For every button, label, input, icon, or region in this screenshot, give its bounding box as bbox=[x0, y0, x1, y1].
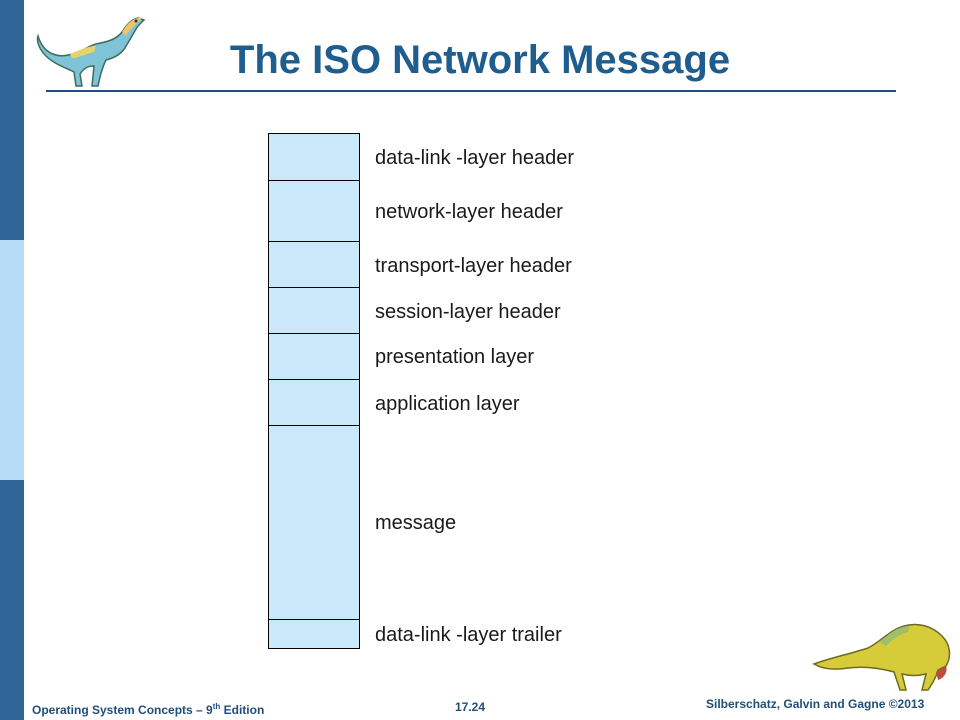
layer-label-transport-header: transport-layer header bbox=[375, 255, 572, 277]
layer-label-data-link-trailer: data-link -layer trailer bbox=[375, 624, 562, 646]
layer-cell-network-header bbox=[269, 181, 359, 242]
layer-cell-presentation bbox=[269, 334, 359, 380]
footer-book-suffix: Edition bbox=[220, 703, 265, 717]
layer-cell-transport-header bbox=[269, 242, 359, 288]
footer-book-prefix: Operating System Concepts – 9 bbox=[32, 703, 213, 717]
sidebar-segment-top bbox=[0, 0, 24, 240]
layer-label-application: application layer bbox=[375, 393, 520, 415]
sidebar-segment-bottom bbox=[0, 480, 24, 720]
footer-book-sup: th bbox=[212, 702, 221, 711]
dinosaur-icon bbox=[30, 6, 150, 90]
footer-book-title: Operating System Concepts – 9th Edition bbox=[32, 700, 264, 717]
layer-label-session-header: session-layer header bbox=[375, 301, 561, 323]
layer-label-message: message bbox=[375, 512, 457, 534]
layer-label-data-link-header: data-link -layer header bbox=[375, 147, 574, 169]
sidebar-stripe bbox=[0, 0, 24, 720]
footer-copyright: Silberschatz, Galvin and Gagne ©2013 bbox=[706, 697, 925, 711]
layer-cell-application bbox=[269, 380, 359, 426]
dinosaur-icon bbox=[810, 612, 960, 696]
footer-page-number: 17.24 bbox=[455, 700, 486, 714]
layer-cell-message bbox=[269, 426, 359, 620]
page-title: The ISO Network Message bbox=[229, 38, 731, 82]
message-layer-stack bbox=[268, 133, 360, 649]
layer-label-network-header: network-layer header bbox=[375, 201, 563, 223]
layer-cell-data-link-header bbox=[269, 134, 359, 181]
layer-cell-session-header bbox=[269, 288, 359, 334]
layer-cell-data-link-trailer bbox=[269, 620, 359, 648]
sidebar-segment-middle bbox=[0, 240, 24, 480]
layer-label-presentation: presentation layer bbox=[375, 346, 534, 368]
title-underline bbox=[46, 90, 896, 92]
